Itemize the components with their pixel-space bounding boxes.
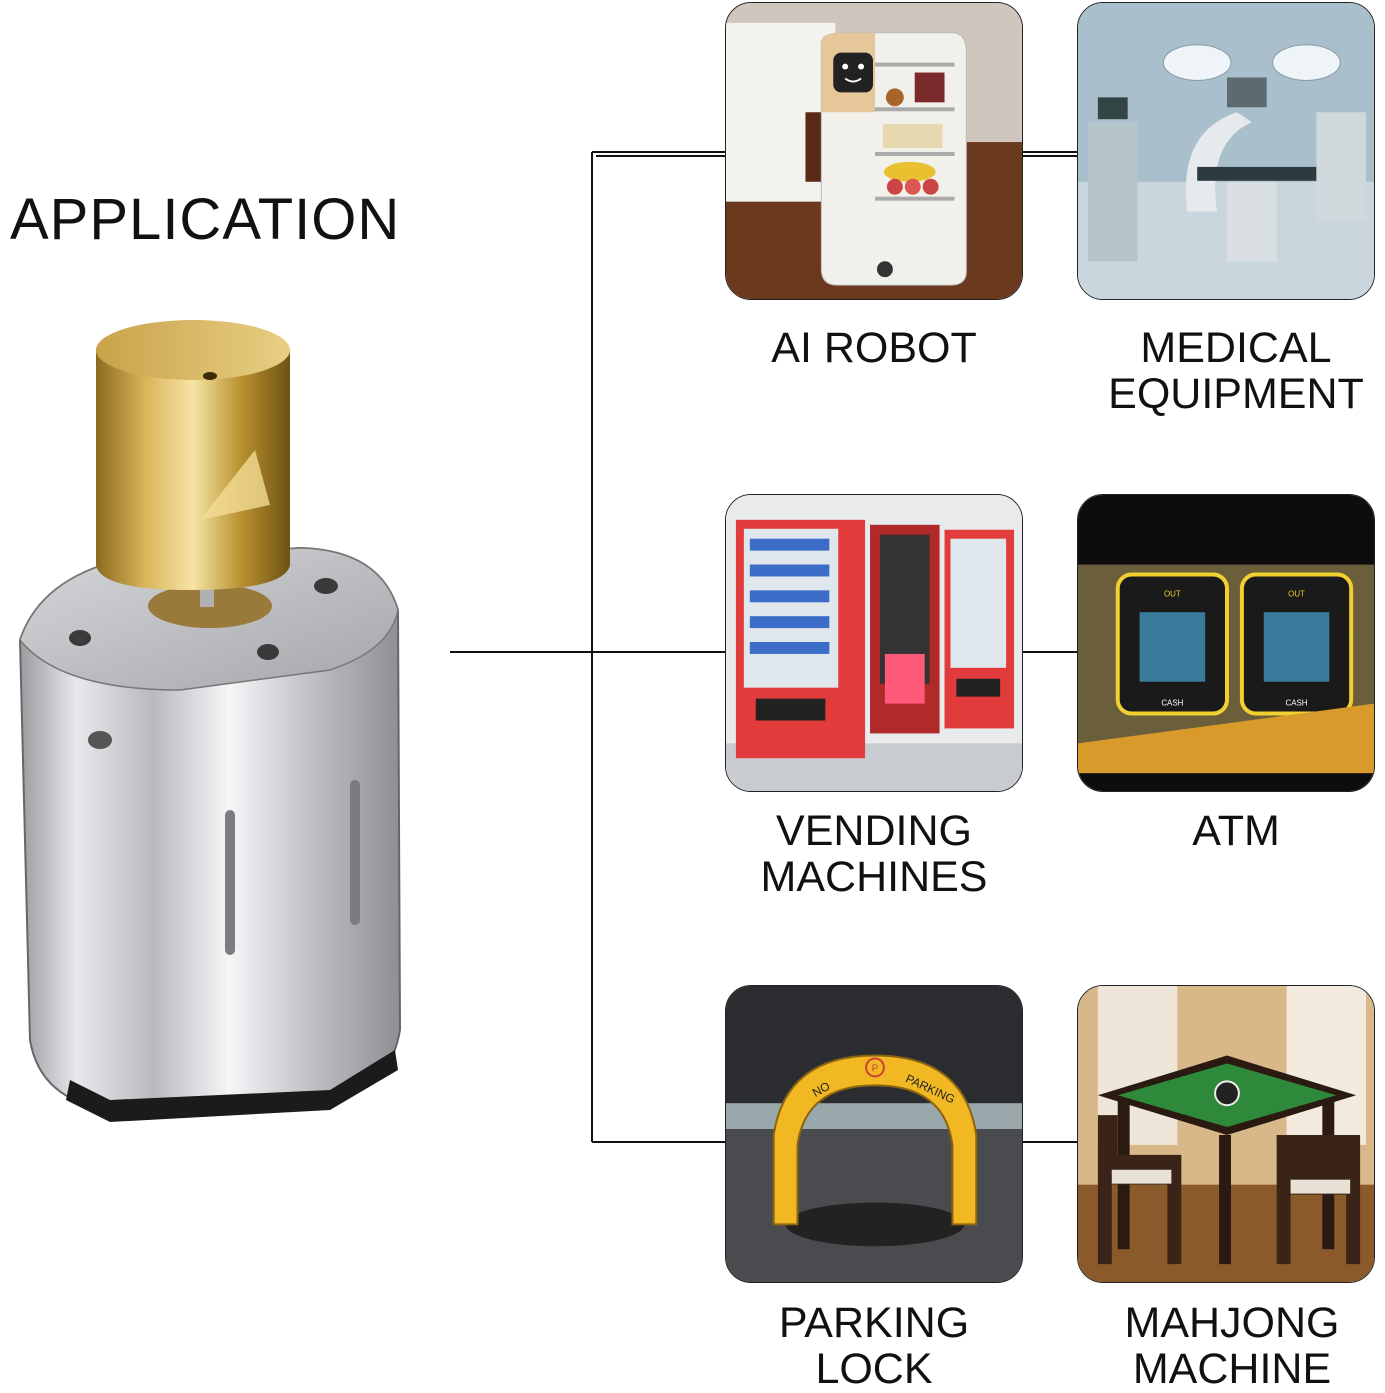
micro-motor-image — [18, 320, 402, 1122]
atm-cash-label-left: CASH — [1161, 699, 1183, 708]
vending-machines-photo — [725, 494, 1023, 792]
label-line: AI ROBOT — [771, 324, 977, 372]
atm-cash-label-right: CASH — [1285, 699, 1307, 708]
label-mahjong-machine: MAHJONG MACHINE — [1052, 1300, 1385, 1392]
label-line: VENDING — [776, 807, 972, 855]
label-line: MACHINES — [760, 853, 988, 901]
label-line: ATM — [1192, 807, 1280, 855]
parking-symbol: P — [872, 1063, 879, 1074]
label-vending-machines: VENDING MACHINES — [694, 808, 1054, 900]
page-title: APPLICATION — [10, 187, 401, 252]
ai-robot-photo — [725, 2, 1023, 300]
label-parking-lock: PARKING LOCK — [694, 1300, 1054, 1392]
atm-out-label-left: OUT — [1164, 589, 1181, 598]
mahjong-machine-photo — [1077, 985, 1375, 1283]
medical-equipment-photo — [1077, 2, 1375, 300]
atm-photo: OUT OUT CASH CASH — [1077, 494, 1375, 792]
label-line: EQUIPMENT — [1108, 370, 1364, 418]
atm-out-label-right: OUT — [1288, 589, 1305, 598]
label-line: MEDICAL — [1140, 324, 1332, 372]
label-line: PARKING — [778, 1299, 970, 1347]
label-medical-equipment: MEDICAL EQUIPMENT — [1056, 325, 1385, 417]
label-ai-robot: AI ROBOT — [694, 325, 1054, 371]
label-line: LOCK — [815, 1345, 933, 1393]
parking-lock-photo: P NO PARKING — [725, 985, 1023, 1283]
label-atm: ATM — [1056, 808, 1385, 854]
label-line: MACHINE — [1132, 1345, 1332, 1393]
label-line: MAHJONG — [1124, 1299, 1340, 1347]
